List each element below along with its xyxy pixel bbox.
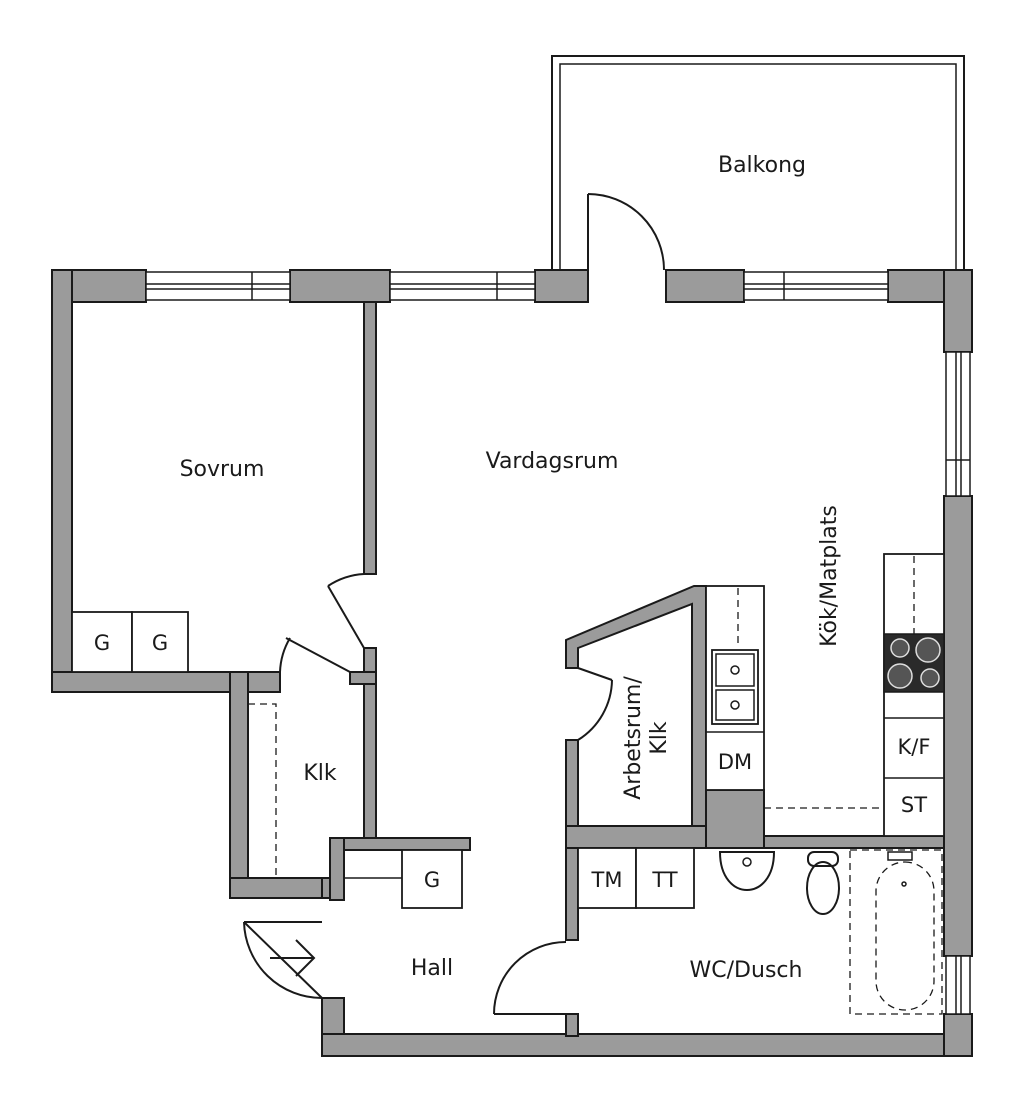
interior-walls [329, 301, 945, 1037]
exterior-walls [51, 269, 973, 1057]
bedroom-wardrobes [71, 611, 189, 673]
stove [883, 633, 945, 693]
window-kitchen-top [743, 271, 889, 301]
study-door [577, 667, 613, 741]
label-bedroom: Sovrum [180, 457, 265, 482]
label-dishwasher: DM [718, 750, 752, 774]
label-closet: Klk [303, 761, 337, 786]
label-fridge-freezer: K/F [898, 735, 931, 759]
window-living [389, 271, 536, 301]
entrance-door [243, 921, 323, 999]
balcony-door [587, 193, 665, 271]
closet-shelf [248, 703, 277, 878]
kitchen-counter-right [883, 553, 945, 837]
label-study-line2: Klk [647, 721, 672, 755]
washbasin [718, 851, 776, 892]
hall-wardrobe [344, 849, 463, 909]
shower-area [849, 849, 943, 1015]
windows [145, 271, 971, 1015]
closet-door [279, 637, 351, 673]
label-wardrobe-2: G [152, 631, 168, 655]
balcony-railing [551, 55, 965, 272]
label-wardrobe-1: G [94, 631, 110, 655]
window-bathroom [945, 955, 971, 1015]
label-study-line1: Arbetsrum/ [621, 676, 646, 800]
fixture-labels: G G G DM K/F ST TM TT [94, 631, 931, 892]
label-balcony: Balkong [718, 153, 806, 178]
label-bathroom: WC/Dusch [690, 958, 803, 983]
label-washing-machine: TM [591, 868, 623, 892]
bathroom-door [493, 941, 567, 1015]
laundry-machines [577, 847, 695, 909]
kitchen-sink [711, 649, 759, 725]
label-storage: ST [901, 793, 927, 817]
toilet [806, 851, 840, 915]
window-kitchen-side [945, 351, 971, 497]
room-labels: Balkong Sovrum Vardagsrum Kök/Matplats A… [180, 153, 842, 983]
label-hall: Hall [411, 956, 453, 981]
label-dryer: TT [651, 868, 677, 892]
label-kitchen-dining: Kök/Matplats [817, 505, 842, 647]
label-hall-wardrobe: G [424, 868, 440, 892]
window-bedroom [145, 271, 291, 301]
bedroom-door [327, 573, 365, 649]
label-living-room: Vardagsrum [486, 449, 619, 474]
